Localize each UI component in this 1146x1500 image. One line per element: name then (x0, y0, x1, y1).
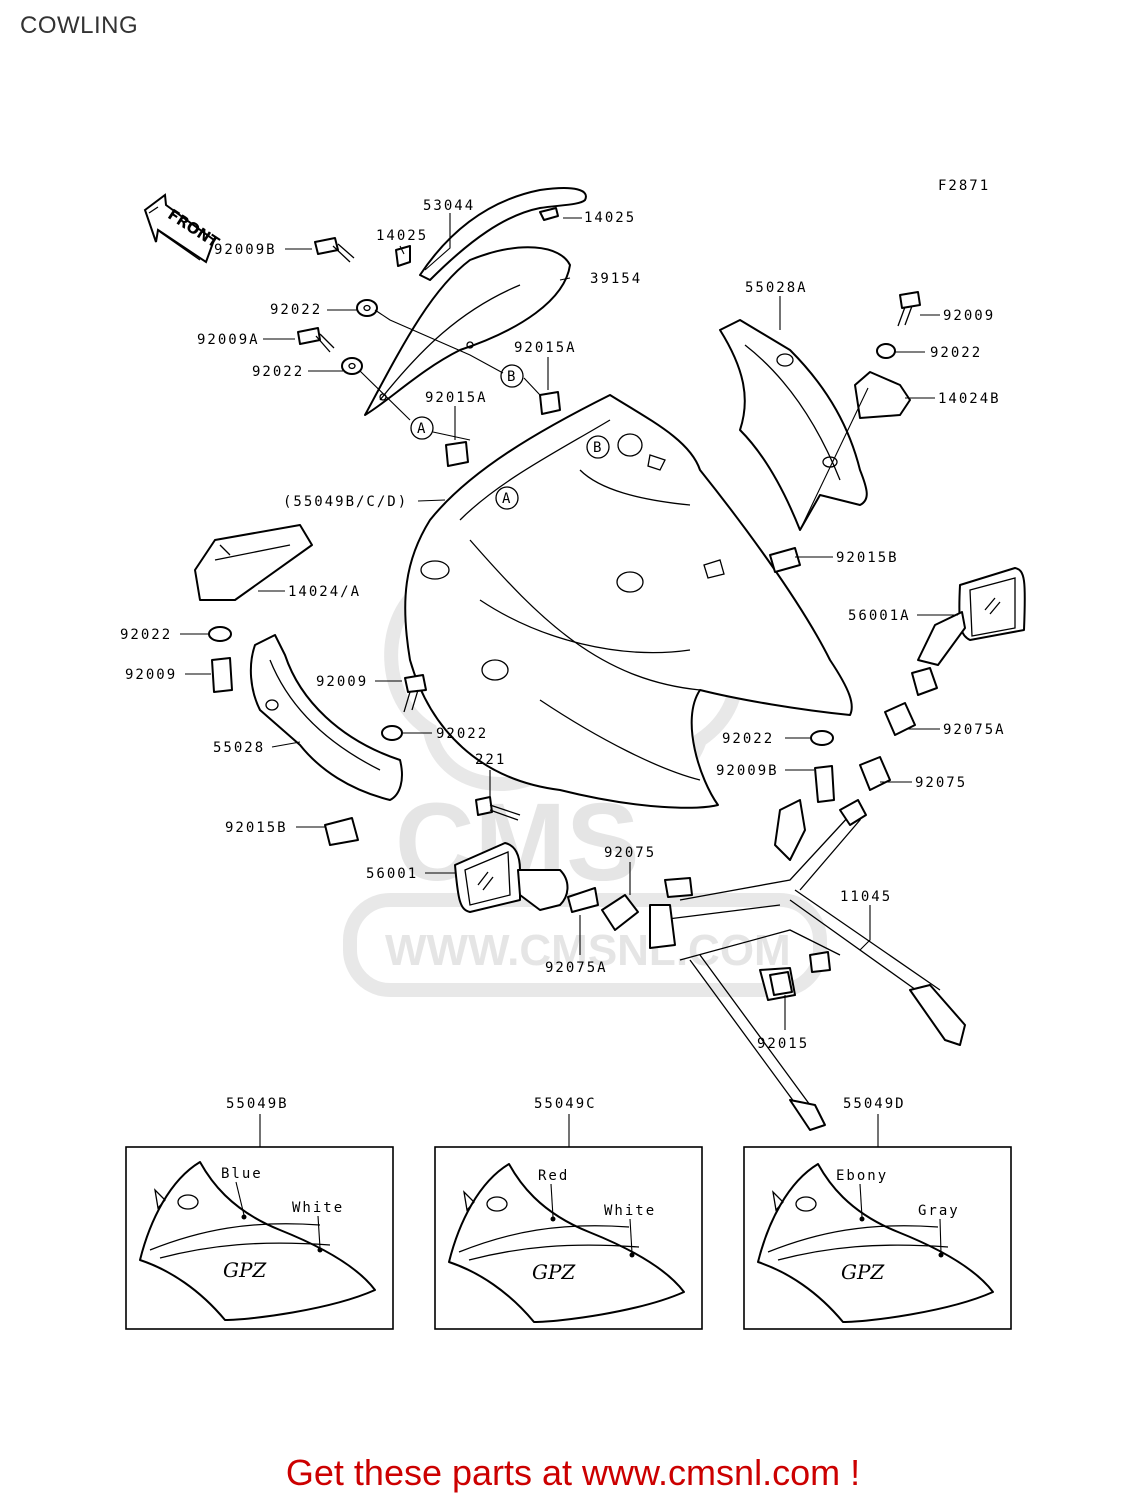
label-56001: 56001 (366, 866, 418, 882)
label-92075a-right: 92075A (943, 722, 1006, 738)
inner-panel-right (719, 319, 868, 531)
variant-code: 55049D (843, 1096, 906, 1112)
callout-a-2: A (495, 486, 519, 510)
inner-panel-left (249, 634, 403, 801)
clip-92015b-left (324, 817, 359, 846)
variant-decal: GPZ (532, 1260, 576, 1284)
clip-14025-top (539, 207, 559, 221)
label-11045: 11045 (840, 889, 892, 905)
label-39154: 39154 (590, 271, 642, 287)
windshield-trim (419, 187, 587, 281)
label-92075a-bottom: 92075A (545, 960, 608, 976)
label-92022-right: 92022 (930, 345, 982, 361)
label-92009-left: 92009 (125, 667, 177, 683)
variant-55049b: 55049B GPZ Blue White (125, 1096, 394, 1330)
variant-code: 55049B (226, 1096, 289, 1112)
label-92022-1: 92022 (270, 302, 322, 318)
watermark-url: WWW.CMSNL.COM (385, 926, 791, 975)
variant-decal: GPZ (223, 1258, 267, 1282)
callout-b-2: B (586, 435, 610, 459)
svg-text:B: B (507, 369, 517, 385)
variant-color-lower: White (292, 1200, 344, 1216)
label-55049bcd: (55049B/C/D) (283, 494, 408, 510)
label-92015a-2: 92015A (425, 390, 488, 406)
label-53044: 53044 (423, 198, 475, 214)
label-92022-mid: 92022 (436, 726, 488, 742)
figure-code: F2871 (938, 178, 990, 194)
label-221: 221 (475, 752, 506, 768)
variant-55049d: 55049D GPZ Ebony Gray (743, 1096, 1012, 1330)
variant-color-lower: Gray (918, 1203, 960, 1219)
variant-color-lower: White (604, 1203, 656, 1219)
windshield (364, 246, 571, 416)
variant-55049c: 55049C GPZ Red White (434, 1096, 703, 1330)
label-92015a-1: 92015A (514, 340, 577, 356)
mirror-left-56001 (454, 842, 569, 913)
part-labels: 53044 14025 14025 39154 92009B 92022 920… (120, 198, 1006, 1052)
label-92015b-right: 92015B (836, 550, 899, 566)
label-14025-top: 14025 (584, 210, 636, 226)
callout-b-1: B (500, 364, 524, 388)
label-92009a: 92009A (197, 332, 260, 348)
clip-14025-left (395, 245, 411, 267)
variant-code: 55049C (534, 1096, 597, 1112)
label-92009-mid: 92009 (316, 674, 368, 690)
variant-color-upper: Ebony (836, 1168, 888, 1184)
page-title: COWLING (20, 12, 139, 39)
clip-92015b-right (769, 547, 801, 573)
label-92015: 92015 (757, 1036, 809, 1052)
label-92075-right: 92075 (915, 775, 967, 791)
label-55028a: 55028A (745, 280, 808, 296)
label-92009b-lower: 92009B (716, 763, 779, 779)
label-56001a: 56001A (848, 608, 911, 624)
label-92022-left: 92022 (120, 627, 172, 643)
callout-a-1: A (410, 416, 434, 440)
variant-color-upper: Red (538, 1168, 569, 1184)
label-92015b-left: 92015B (225, 820, 288, 836)
variant-decal: GPZ (841, 1260, 885, 1284)
bracket-14024a (194, 524, 313, 601)
label-55028: 55028 (213, 740, 265, 756)
svg-text:B: B (593, 440, 603, 456)
front-arrow: FRONT (143, 193, 223, 264)
label-92009-right: 92009 (943, 308, 995, 324)
label-14024b: 14024B (938, 391, 1001, 407)
label-92022-2: 92022 (252, 364, 304, 380)
label-92009b-top: 92009B (214, 242, 277, 258)
label-14024a: 14024/A (288, 584, 361, 600)
hardware (208, 237, 921, 996)
svg-text:A: A (502, 491, 512, 507)
get-parts-link[interactable]: Get these parts at www.cmsnl.com ! (285, 1452, 861, 1493)
mirror-right-56001a (911, 567, 1026, 696)
stay-11045 (649, 799, 966, 1131)
label-14025-left: 14025 (376, 228, 428, 244)
variant-color-upper: Blue (221, 1166, 263, 1182)
bracket-14024b (854, 371, 911, 419)
label-92022-lower: 92022 (722, 731, 774, 747)
svg-text:A: A (417, 421, 427, 437)
leader-lines (180, 213, 958, 1030)
label-92075-mid: 92075 (604, 845, 656, 861)
